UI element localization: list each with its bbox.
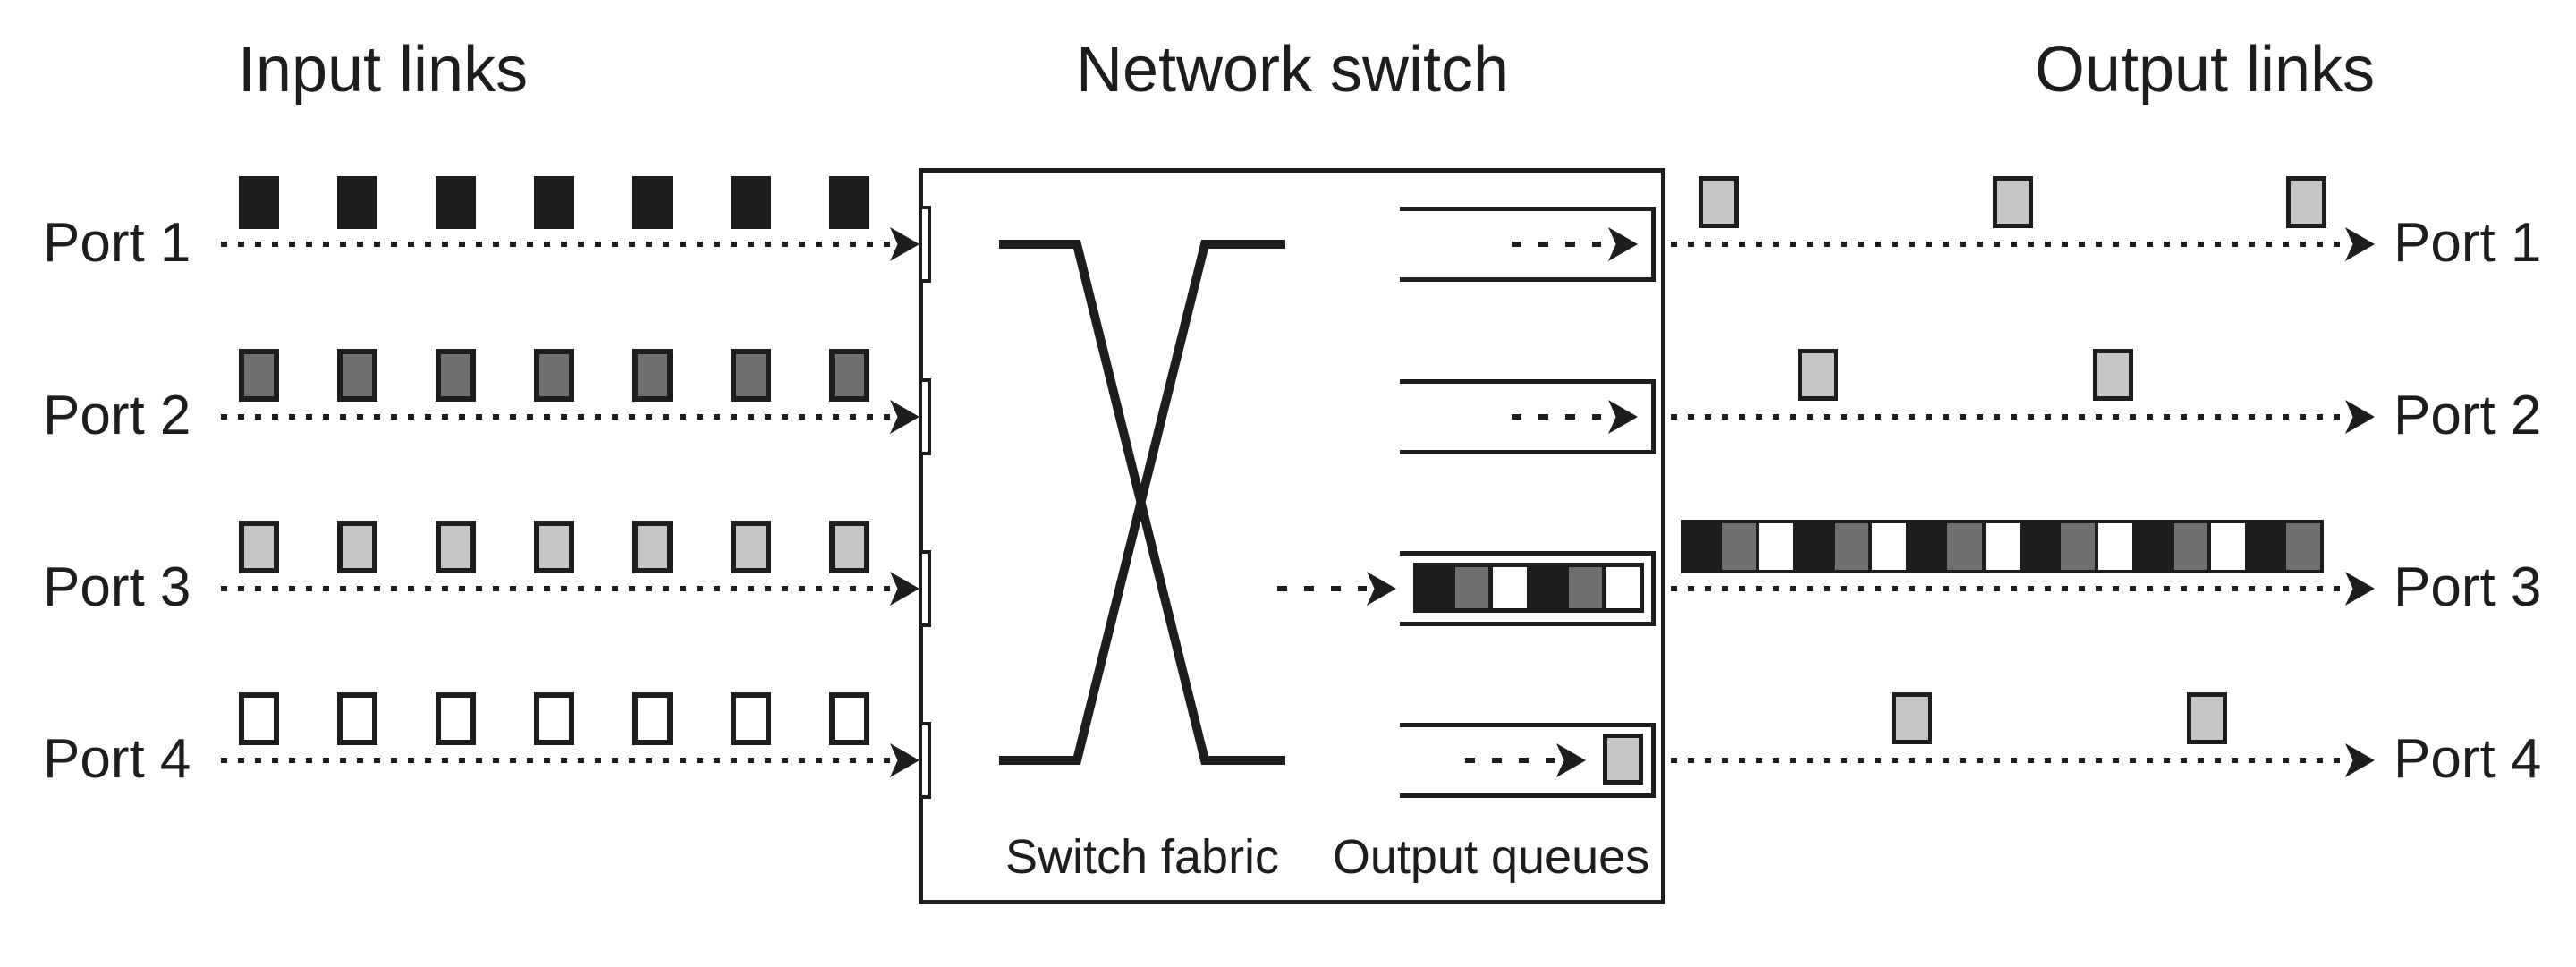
output-link-arrowhead-icon-4	[2345, 743, 2375, 777]
input-packet	[534, 521, 574, 573]
port-right-label-4: Port 4	[2394, 728, 2542, 790]
port-left-label-3: Port 3	[43, 556, 191, 618]
input-packet	[632, 176, 673, 229]
queued-packet	[1493, 567, 1527, 608]
port-left-label-1: Port 1	[43, 212, 191, 274]
input-port-connector-2	[919, 378, 931, 455]
input-link-arrowhead-icon-3	[890, 572, 919, 606]
input-packet	[239, 521, 279, 573]
queued-packet	[1603, 734, 1643, 785]
input-packet	[829, 692, 869, 745]
output-packet	[1993, 176, 2033, 228]
output-stream-packet	[2286, 523, 2321, 570]
input-packet	[632, 521, 673, 573]
input-port-connector-3	[919, 550, 931, 627]
input-packet	[534, 349, 574, 402]
queue-arrow-line-4	[1465, 758, 1555, 763]
output-stream-packet	[1722, 523, 1757, 570]
output-queues-label: Output queues	[1332, 830, 1650, 884]
port-left-label-2: Port 2	[43, 385, 191, 446]
input-link-arrowhead-icon-4	[890, 743, 919, 777]
output-stream-packet	[1684, 523, 1719, 570]
output-packet	[1892, 692, 1932, 744]
output-links-title: Output links	[2034, 34, 2376, 106]
output-stream-packet	[1797, 523, 1832, 570]
input-link-line-2	[221, 414, 890, 420]
input-link-line-4	[221, 758, 890, 763]
input-packet	[337, 521, 377, 573]
input-packet	[436, 176, 476, 229]
queued-packet	[1418, 567, 1452, 608]
queue-arrow-line-1	[1512, 242, 1601, 247]
input-packet	[337, 692, 377, 745]
output-link-arrowhead-icon-2	[2345, 400, 2375, 434]
output-stream-packet	[1947, 523, 1982, 570]
input-packet	[239, 692, 279, 745]
output-stream-packet	[2022, 523, 2057, 570]
output-stream-packet	[1985, 523, 2020, 570]
input-packet	[239, 176, 279, 229]
input-packet	[632, 692, 673, 745]
output-link-arrowhead-icon-3	[2345, 572, 2375, 606]
input-link-line-3	[221, 586, 890, 591]
output-stream-packet	[1872, 523, 1907, 570]
input-link-arrowhead-icon-1	[890, 227, 919, 261]
input-port-connector-4	[919, 722, 931, 799]
output-stream-packet	[2173, 523, 2207, 570]
queued-packet	[1568, 567, 1602, 608]
input-links-title: Input links	[237, 34, 529, 106]
input-packet	[239, 349, 279, 402]
output-stream-packet	[1835, 523, 1869, 570]
queue-arrow-line-2	[1512, 414, 1601, 420]
input-packet	[829, 349, 869, 402]
input-packet	[337, 349, 377, 402]
queue-packet-block	[1413, 563, 1644, 613]
port-left-label-4: Port 4	[43, 728, 191, 790]
output-stream-packet	[1910, 523, 1945, 570]
input-packet	[731, 521, 771, 573]
input-packet	[731, 176, 771, 229]
output-link-line-2	[1671, 414, 2345, 420]
output-link-line-4	[1671, 758, 2345, 763]
output-packet	[1798, 349, 1838, 401]
output-stream-packet	[2210, 523, 2245, 570]
output-packet	[2187, 692, 2227, 744]
network-switch-title: Network switch	[1075, 34, 1510, 106]
input-link-line-1	[221, 242, 890, 247]
output-stream-block	[1681, 520, 2324, 573]
port-right-label-2: Port 2	[2394, 385, 2542, 446]
output-packet	[2286, 176, 2326, 228]
port-right-label-3: Port 3	[2394, 556, 2542, 618]
input-packet	[436, 349, 476, 402]
output-link-line-3	[1671, 586, 2345, 591]
queued-packet	[1530, 567, 1564, 608]
input-packet	[534, 176, 574, 229]
output-stream-packet	[1759, 523, 1794, 570]
output-packet	[2093, 349, 2133, 401]
input-packet	[731, 692, 771, 745]
input-packet	[436, 521, 476, 573]
input-packet	[436, 692, 476, 745]
queue-arrow-line-3	[1277, 586, 1367, 591]
input-link-arrowhead-icon-2	[890, 400, 919, 434]
input-packet	[829, 521, 869, 573]
output-stream-packet	[2097, 523, 2132, 570]
queued-packet	[1455, 567, 1489, 608]
input-packet	[632, 349, 673, 402]
port-right-label-1: Port 1	[2394, 212, 2542, 274]
switch-fabric-label: Switch fabric	[1004, 830, 1280, 884]
output-packet	[1699, 176, 1739, 228]
output-stream-packet	[2135, 523, 2170, 570]
input-packet	[829, 176, 869, 229]
output-stream-packet	[2060, 523, 2095, 570]
input-packet	[731, 349, 771, 402]
input-port-connector-1	[919, 206, 931, 283]
output-link-line-1	[1671, 242, 2345, 247]
input-packet	[534, 692, 574, 745]
input-packet	[337, 176, 377, 229]
output-stream-packet	[2248, 523, 2283, 570]
output-link-arrowhead-icon-1	[2345, 227, 2375, 261]
queued-packet	[1606, 567, 1640, 608]
